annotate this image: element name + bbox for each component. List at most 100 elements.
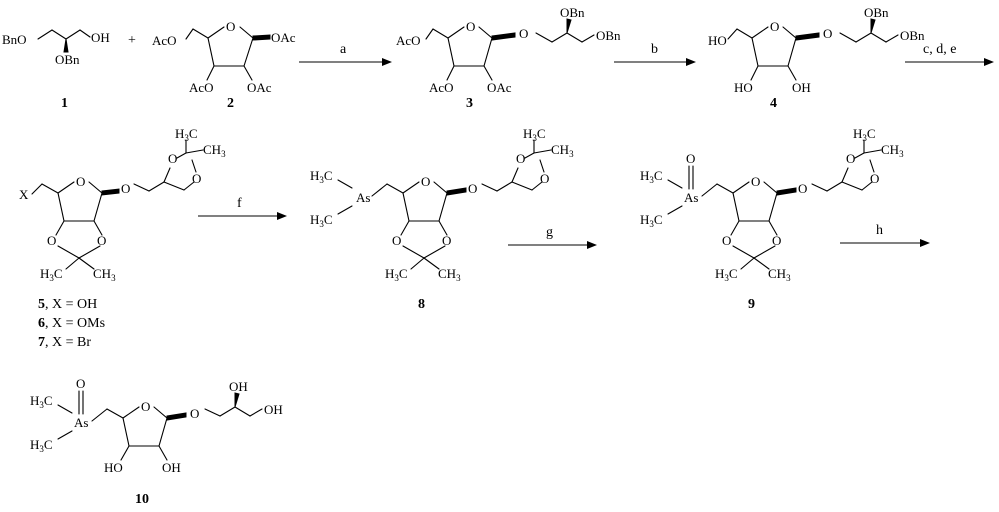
compound-2-number: 2 [227,96,234,111]
caption-6: 6, X = OMs [38,316,105,331]
arrow-h: h [840,223,930,247]
c5-ring-o3: O [47,233,56,248]
compound-4-number: 4 [770,96,777,111]
arrow-cde: c, d, e [905,42,994,66]
c10-as-label: As [74,415,88,430]
c8-methyl-bottom: H3C [310,212,333,229]
plus-sign: + [128,33,136,48]
compound-8-number: 8 [418,297,425,312]
c4-obn-end: OBn [900,28,925,43]
arrow-b: b [614,42,696,66]
c3-aco-top: AcO [396,33,421,48]
c10-oxo-label: O [76,376,85,391]
c4-oh-2: OH [792,80,811,95]
reagent-h: h [876,223,883,238]
c9-acetonide-o1: O [846,151,855,166]
c3-ring-o: O [466,19,475,34]
c8-o-link: O [468,181,477,196]
c1-bno-label: BnO [2,32,27,47]
c9-as-label: As [684,190,698,205]
c3-oac-2: OAc [487,80,512,95]
reagent-g: g [546,225,553,240]
reagent-cde: c, d, e [923,42,956,57]
c8-methyl-ac-top: H3C [523,126,546,143]
c2-oac-anomeric: OAc [271,30,296,45]
c8-methyl-ac-right: CH3 [551,142,574,159]
arrow-a: a [299,42,392,66]
c9-methyl-bl: H3C [715,266,738,283]
compound-1: BnO OH OBn 1 [2,29,110,111]
compound-9: O O As H3C H3C O O O O O H3C CH3 H3C CH3… [640,126,904,312]
c3-aco-3: AcO [429,80,454,95]
c4-ring-o: O [770,19,779,34]
c5-methyl-br: CH3 [93,266,116,283]
compound-4: O HO O OBn OBn HO OH 4 [708,5,925,111]
reagent-f: f [237,196,242,211]
compound-1-number: 1 [61,96,68,111]
c5-methyl-top: H3C [175,126,198,143]
c8-as-label: As [356,190,370,205]
compound-3: O AcO O OBn OBn AcO OAc 3 [396,5,621,111]
caption-7: 7, X = Br [38,335,91,350]
arrow-f: f [198,196,287,220]
c9-acetonide-o2: O [870,171,879,186]
c10-o-link: O [190,406,199,421]
c5-o-link: O [121,181,130,196]
c3-obn-top: OBn [560,5,585,20]
c5-methyl-bl: H3C [40,266,63,283]
c10-ho-3: HO [104,460,123,475]
c10-methyl-bottom: H3C [30,437,53,454]
c10-ring-o: O [141,399,150,414]
c4-ho-3: HO [734,80,753,95]
reagent-b: b [651,42,658,57]
c8-acetonide-o1: O [516,151,525,166]
c4-obn-top: OBn [864,5,889,20]
c10-oh-end: OH [264,402,283,417]
c9-methyl-top: H3C [640,168,663,185]
c4-o-link: O [823,26,832,41]
compound-10-number: 10 [135,492,149,507]
c2-aco-3: AcO [189,80,214,95]
c5-methyl-right: CH3 [203,142,226,159]
c8-methyl-top: H3C [310,168,333,185]
c8-ring-o: O [421,174,430,189]
arrow-g: g [508,225,597,249]
reagent-a: a [340,42,347,57]
c9-ring-o: O [751,174,760,189]
c2-ring-o: O [226,19,235,34]
c1-oh-label: OH [91,30,110,45]
c9-ring-o2: O [772,233,781,248]
compound-2: O AcO OAc AcO OAc 2 [152,19,296,111]
c5-acetonide-o2: O [192,171,201,186]
c9-methyl-br: CH3 [768,266,791,283]
c5-x-label: X [19,187,29,202]
c10-oh-top: OH [229,379,248,394]
c9-ring-o3: O [722,233,731,248]
c1-obn-label: OBn [55,52,80,67]
compound-8: O As H3C H3C O O O O O H3C CH3 H3C CH3 8 [310,126,574,312]
c8-ring-o2: O [442,233,451,248]
c10-oh-2: OH [162,460,181,475]
c4-ho-top: HO [708,33,727,48]
caption-5: 5, X = OH [38,297,97,312]
c2-aco-top: AcO [152,33,177,48]
compound-10: O O As H3C H3C O OH OH HO OH 10 [30,376,283,507]
compound-5-6-7: O X O O O O O H3C CH3 H3C CH3 5, X = OH … [19,126,226,350]
compound-9-number: 9 [748,297,755,312]
c5-acetonide-o1: O [168,151,177,166]
c3-obn-end: OBn [596,28,621,43]
compound-3-number: 3 [466,96,473,111]
c9-oxo-label: O [686,151,695,166]
c3-o-link: O [519,26,528,41]
c5-ring-o: O [76,174,85,189]
c9-methyl-bottom: H3C [640,212,663,229]
c8-methyl-br: CH3 [438,266,461,283]
c8-ring-o3: O [392,233,401,248]
c9-methyl-ac-top: H3C [853,126,876,143]
c8-methyl-bl: H3C [385,266,408,283]
c9-o-link: O [798,181,807,196]
c10-methyl-top: H3C [30,393,53,410]
c2-oac-2: OAc [247,80,272,95]
c5-ring-o2: O [97,233,106,248]
